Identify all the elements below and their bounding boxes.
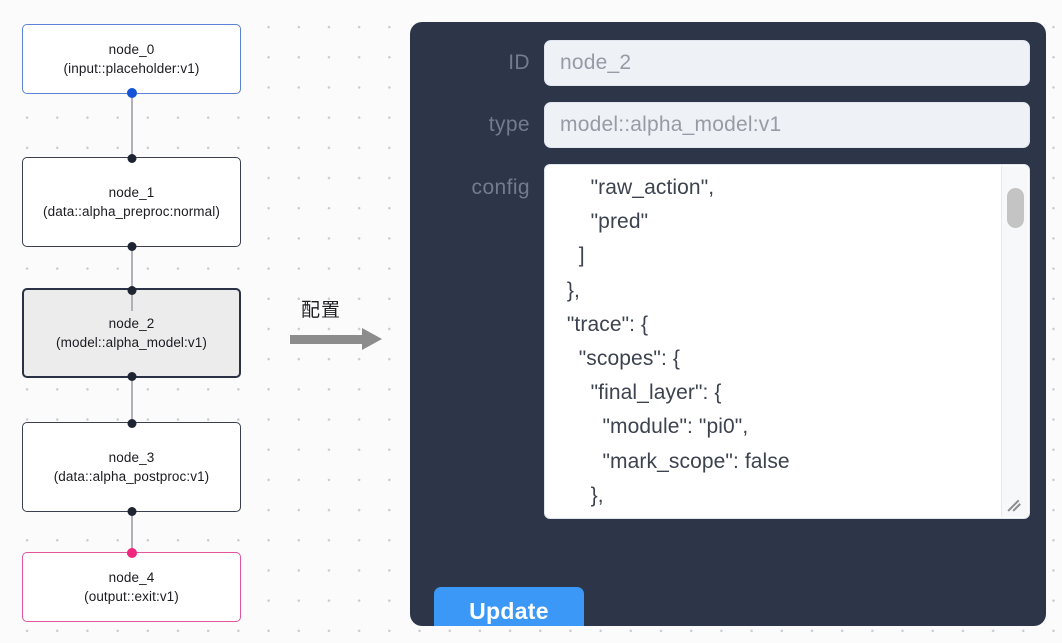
arrow-head-icon xyxy=(362,328,382,350)
config-textarea-content: "raw_action", "pred" ] }, "trace": { "sc… xyxy=(566,176,790,507)
flow-node-subtitle: (input::placeholder:v1) xyxy=(63,61,200,76)
id-label: ID xyxy=(508,51,530,74)
node-handle-target[interactable] xyxy=(126,548,137,558)
node-handle-target[interactable] xyxy=(127,418,136,428)
flow-node-title: node_1 xyxy=(108,185,155,200)
config-scrollbar[interactable] xyxy=(1001,166,1028,517)
config-label: config xyxy=(471,176,530,199)
edge-node0-node1 xyxy=(131,93,133,157)
node-handle-source[interactable] xyxy=(127,371,136,381)
flow-node-subtitle: (output::exit:v1) xyxy=(84,589,179,604)
edge-node2-node3 xyxy=(131,374,133,422)
node-handle-target[interactable] xyxy=(127,285,136,295)
flow-node-title: node_2 xyxy=(108,316,155,331)
edge-node3-node4 xyxy=(131,510,133,552)
id-input[interactable]: node_2 xyxy=(544,40,1030,86)
flow-node-node_4[interactable]: node_4 (output::exit:v1) xyxy=(22,548,241,622)
flow-node-title: node_3 xyxy=(108,450,155,465)
resize-handle-icon[interactable] xyxy=(1005,495,1027,517)
transition-annotation: 配置 xyxy=(288,295,398,365)
field-row-config: config "raw_action", "pred" ] }, "trace"… xyxy=(426,164,1030,519)
config-scrollbar-thumb[interactable] xyxy=(1007,188,1024,228)
flow-node-subtitle: (data::alpha_preproc:normal) xyxy=(43,204,220,219)
field-row-id: ID node_2 xyxy=(426,40,1030,86)
flow-node-title: node_0 xyxy=(108,42,155,57)
flow-node-node_1[interactable]: node_1 (data::alpha_preproc:normal) xyxy=(22,153,241,251)
node-handle-source[interactable] xyxy=(127,506,136,516)
node-config-panel: ID node_2 type model::alpha_model:v1 con… xyxy=(410,22,1046,626)
flow-node-title: node_4 xyxy=(108,570,155,585)
flow-node-node_0[interactable]: node_0 (input::placeholder:v1) xyxy=(22,24,241,98)
arrow-icon xyxy=(290,335,364,344)
flow-node-subtitle: (model::alpha_model:v1) xyxy=(56,335,207,350)
node-handle-target[interactable] xyxy=(127,153,136,163)
node-handle-source[interactable] xyxy=(126,88,137,98)
edge-node1-node2 xyxy=(131,247,133,311)
update-button[interactable]: Update xyxy=(434,587,584,626)
flow-node-node_3[interactable]: node_3 (data::alpha_postproc:v1) xyxy=(22,418,241,516)
type-input[interactable]: model::alpha_model:v1 xyxy=(544,102,1030,148)
node-handle-source[interactable] xyxy=(127,241,136,251)
field-row-type: type model::alpha_model:v1 xyxy=(426,102,1030,148)
type-label: type xyxy=(488,113,530,136)
config-textarea[interactable]: "raw_action", "pred" ] }, "trace": { "sc… xyxy=(544,164,1030,519)
flow-canvas[interactable]: node_0 (input::placeholder:v1) node_1 (d… xyxy=(0,0,400,643)
transition-label: 配置 xyxy=(301,299,342,321)
flow-node-subtitle: (data::alpha_postproc:v1) xyxy=(53,469,210,484)
